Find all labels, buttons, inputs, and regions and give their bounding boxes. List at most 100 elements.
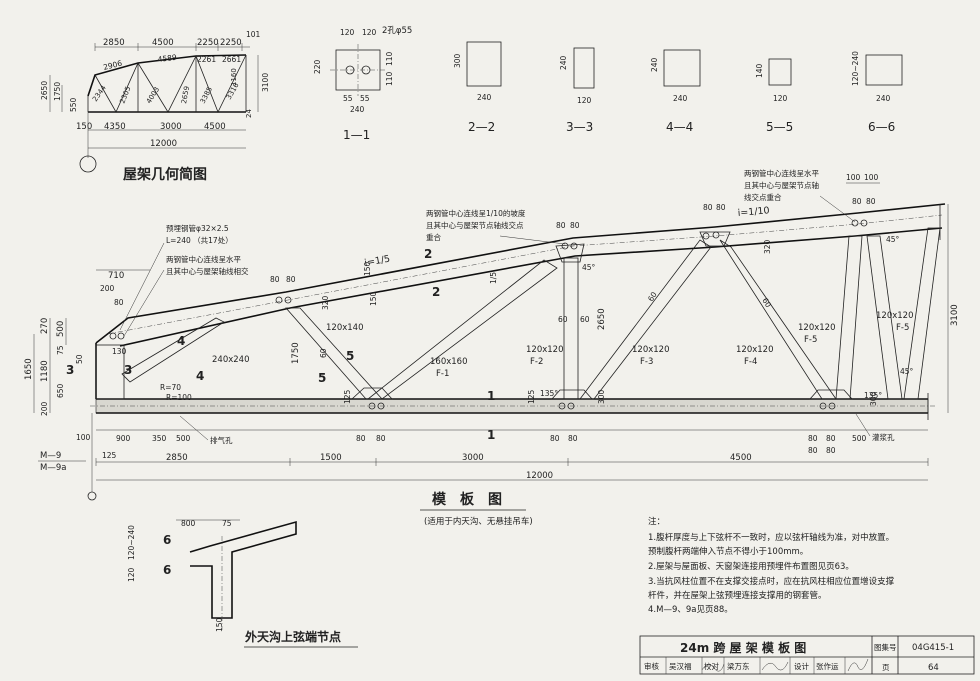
section-mark-3b: 3	[124, 363, 132, 377]
dim-125a: 125	[343, 389, 352, 404]
geom-dim-4500b: 4500	[204, 122, 226, 132]
dim-3000: 3000	[462, 453, 484, 463]
sec1-dim-b: 120	[362, 28, 377, 37]
atlas-label: 图集号	[874, 642, 897, 652]
dim-2650: 2650	[597, 308, 607, 330]
member-size-120x140: 120x140	[326, 323, 363, 333]
sec5-dim-120: 120	[773, 94, 788, 103]
dim-100b: 100	[864, 173, 879, 182]
geom-dim-4350: 4350	[104, 122, 126, 132]
dim-150a: 150	[363, 261, 372, 276]
signature-design	[847, 658, 869, 672]
dim-60e: 60	[760, 296, 773, 309]
dim-300a: 300	[597, 389, 606, 404]
dim-320b: 320	[763, 239, 772, 254]
member-tag-F3: F-3	[640, 357, 653, 367]
section-3-3: 240 120 3—3	[559, 47, 595, 134]
dim-500: 500	[56, 321, 66, 337]
section-mark-1b: 1	[487, 428, 495, 442]
geom-h-550: 550	[69, 97, 78, 112]
sec1-holes: 2孔φ55	[382, 26, 412, 36]
geom-dim-4500: 4500	[152, 38, 174, 48]
dim-1180: 1180	[40, 360, 50, 382]
sec5-dim-140: 140	[755, 63, 764, 78]
dim-80j: 80	[356, 434, 366, 443]
sec4-dim-240b: 240	[673, 94, 688, 103]
dim-900: 900	[116, 434, 131, 443]
reviewer-name: 吴汉福	[669, 662, 692, 671]
note-pipe-level-2: 且其中心与屋架轴线相交	[166, 266, 249, 276]
dim-2850: 2850	[166, 453, 188, 463]
note-slope-1: 两钢管中心连线呈1/10的坡度	[426, 208, 526, 218]
notes: 注： 1.腹杆厚度与上下弦杆不一致时，应以弦杆轴线为准，对中放置。 预制腹杆两端…	[648, 516, 895, 615]
detail-section-6a: 6	[163, 533, 171, 547]
role-check: 校对	[704, 661, 719, 671]
dim-100a: 100	[846, 173, 861, 182]
dim-r100: R=100	[166, 393, 192, 402]
note-vent-hole: 排气孔	[210, 435, 233, 445]
section-2-2: 300 240 2—2	[453, 41, 502, 134]
geom-len-4003: 4003	[145, 86, 161, 105]
member-tag-F5b: F-5	[896, 323, 909, 333]
geom-h-1750: 1750	[53, 82, 62, 101]
axis-bubble	[79, 155, 97, 173]
dim-500c: 500	[852, 434, 867, 443]
angle-45c: 45°	[900, 367, 914, 376]
dim-350: 350	[152, 434, 167, 443]
role-design: 设计	[794, 661, 809, 671]
member-size-f3: 120x120	[632, 345, 669, 355]
role-review: 审核	[644, 661, 659, 671]
note-node-1: 两钢管中心连线呈水平	[744, 168, 819, 178]
geom-h-2650: 2650	[40, 81, 49, 100]
main-view-title: 模 板 图	[432, 491, 502, 508]
geom-dim-101: 101	[246, 30, 261, 39]
sec6-dim-240: 240	[876, 94, 891, 103]
member-size-f4: 120x120	[736, 345, 773, 355]
main-truss	[90, 203, 946, 420]
dim-4500: 4500	[730, 453, 752, 463]
section-mark-5a: 5	[346, 349, 354, 363]
section-mark-2a: 2	[424, 247, 432, 261]
member-size-240x240: 240x240	[212, 355, 249, 365]
sec1-dim-220: 220	[313, 59, 322, 74]
sec1-dim-110a: 110	[385, 51, 394, 66]
section-mark-3a: 3	[66, 363, 74, 377]
notes-heading: 注：	[648, 516, 665, 527]
dim-80a: 80	[114, 298, 124, 307]
note-pipe-length: L=240 （共17处）	[166, 235, 233, 245]
detail-section-6b: 6	[163, 563, 171, 577]
dim-80o: 80	[826, 434, 836, 443]
embedded-pipes	[109, 219, 868, 410]
dim-200: 200	[100, 284, 115, 293]
section-label-6-6: 6—6	[868, 120, 895, 134]
section-label-3-3: 3—3	[566, 120, 593, 134]
dim-150b: 150	[369, 291, 378, 306]
member-size-f2: 120x120	[526, 345, 563, 355]
dim-75: 75	[56, 345, 65, 355]
dim-80c: 80	[286, 275, 296, 284]
detail-dim-150: 150	[215, 617, 224, 632]
member-tag-F1: F-1	[436, 369, 449, 379]
title-block: 24m 跨 屋 架 模 板 图 图集号 04G415-1 页 64 审核 吴汉福…	[639, 635, 975, 675]
dim-60a: 60	[319, 348, 328, 358]
note-3b: 杆件，并在屋架上弦预埋连接支撑用的钢套管。	[648, 590, 827, 601]
section-mark-2b: 2	[432, 285, 440, 299]
dim-50: 50	[75, 354, 84, 364]
sec1-dim-a: 120	[340, 28, 355, 37]
geom-len-2659: 2659	[180, 85, 191, 104]
dim-60d: 60	[646, 290, 659, 303]
dim-710: 710	[108, 271, 124, 281]
dim-80f: 80	[703, 203, 713, 212]
dim-3100: 3100	[950, 304, 960, 326]
note-1b: 预制腹杆两端伸入节点不得小于100mm。	[648, 546, 808, 557]
angle-45b: 45°	[886, 235, 900, 244]
dim-300b: 300	[869, 391, 878, 406]
section-5-5: 140 120 5—5	[755, 58, 793, 134]
note-node-2: 且其中心与屋架节点轴	[744, 180, 819, 190]
dim-80m: 80	[568, 434, 578, 443]
note-2: 2.屋架与屋面板、天窗架连接用预埋件布置图见页63。	[648, 561, 854, 572]
dim-100: 100	[76, 433, 91, 442]
geom-dim-150: 150	[76, 122, 92, 132]
dim-1500: 1500	[320, 453, 342, 463]
